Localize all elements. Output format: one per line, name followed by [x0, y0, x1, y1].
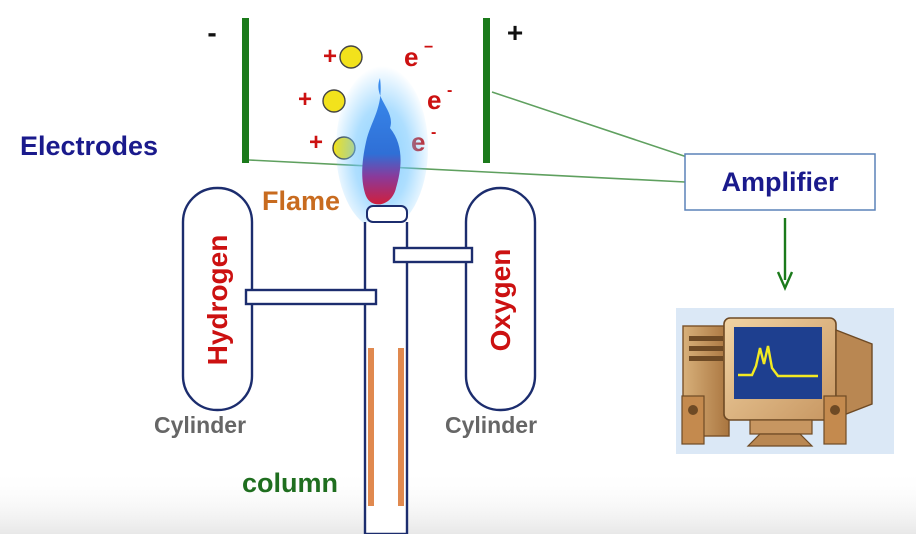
electron-charge: -: [431, 124, 436, 141]
computer-screen: [734, 327, 822, 399]
hydrogen-label: Hydrogen: [202, 235, 233, 366]
cylinder-label-left: Cylinder: [154, 412, 246, 438]
positive-ion: [339, 45, 363, 69]
ion-charge: +: [323, 43, 337, 70]
burner-tip: [366, 205, 408, 223]
electrode-lead-bottom: [248, 159, 686, 183]
ion-row-1: + e −: [323, 39, 433, 72]
flame-label: Flame: [262, 186, 340, 216]
ion-row-2: + e -: [298, 82, 452, 115]
chromatogram-peak: [738, 345, 818, 378]
electron-charge: −: [424, 39, 433, 56]
arrow-down-icon: [776, 218, 794, 291]
ion-charge: +: [309, 129, 323, 156]
hydrogen-feed-line: [244, 288, 378, 306]
plus-sign: +: [507, 17, 523, 48]
electrode-lead-top: [491, 91, 691, 159]
electron-symbol: e: [404, 42, 418, 72]
computer-monitor-chromatogram-icon: [676, 308, 894, 454]
oxygen-feed-line: [392, 246, 474, 264]
electrode-left: [242, 18, 249, 163]
electron-charge: -: [447, 82, 452, 99]
speaker-right: [823, 395, 847, 445]
column-label: column: [242, 468, 338, 498]
speaker-left: [681, 395, 705, 445]
amplifier-label: Amplifier: [721, 167, 839, 197]
column-packing-left: [368, 348, 374, 506]
amplifier-box: [684, 153, 876, 211]
ion-charge: +: [298, 86, 312, 113]
cylinder-label-right: Cylinder: [445, 412, 537, 438]
electrode-right: [483, 18, 490, 163]
oxygen-cylinder: [464, 186, 537, 412]
minus-sign: -: [207, 17, 216, 48]
column-packing-right: [398, 348, 404, 506]
flame-icon: [362, 78, 401, 205]
electron-symbol: e: [427, 85, 441, 115]
bottom-shade: [0, 470, 916, 534]
electrodes-label: Electrodes: [20, 131, 158, 161]
oxygen-label: Oxygen: [485, 249, 516, 352]
